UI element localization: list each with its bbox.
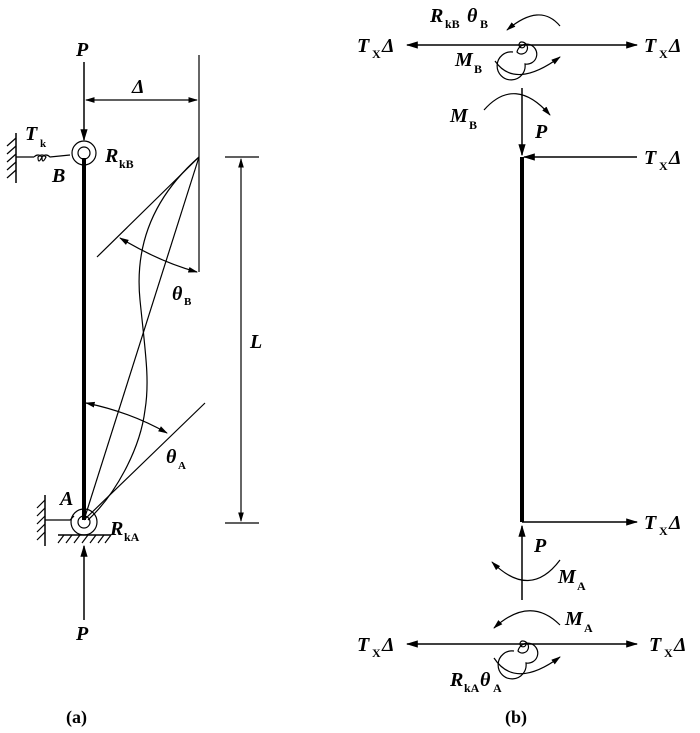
angle-b-sub: B	[184, 296, 192, 308]
force-label-bottom-left-sub: X	[372, 646, 381, 660]
spring-label-sub: k	[40, 138, 47, 150]
load-label-bottom: P	[75, 623, 89, 645]
force-label-top-left: T	[357, 35, 370, 57]
moment-arc-top-3	[483, 93, 551, 116]
moment-bottom-sub-1: A	[577, 579, 586, 593]
moment-top-label-2: M	[449, 105, 469, 127]
shear-label-top: T	[644, 147, 657, 169]
spring-label: T	[25, 123, 38, 145]
force-label-top-right-delta: Δ	[668, 35, 682, 57]
moment-top-sub-1: B	[474, 62, 482, 76]
angle-arc-b	[119, 237, 198, 273]
rotational-spring-top-icon	[496, 41, 538, 81]
spring-moment-top-theta-sub: B	[480, 17, 488, 31]
node-label-a: A	[58, 488, 73, 510]
panel-b: T X Δ T X Δ R kB θ B M B M B P T X Δ T X…	[357, 5, 687, 728]
angle-a-label: θ	[166, 446, 177, 468]
rotational-spring-a-inner	[77, 515, 91, 529]
rotational-spring-b-inner	[77, 146, 91, 160]
spring-moment-bottom-theta-sub: A	[493, 681, 502, 695]
moment-arc-top-2	[494, 56, 561, 76]
force-label-bottom-right: T	[649, 634, 662, 656]
rotational-spring-bottom-icon	[497, 640, 539, 680]
wall-top-hatch	[6, 137, 17, 179]
force-label-top-left-sub: X	[372, 47, 381, 61]
force-label-bottom-left-delta: Δ	[381, 634, 395, 656]
shear-label-top-delta: Δ	[668, 147, 682, 169]
moment-arc-bottom-3	[493, 656, 561, 675]
force-label-top-right: T	[644, 35, 657, 57]
moment-top-sub-2: B	[469, 118, 477, 132]
rot-spring-b-sub: kB	[119, 157, 134, 171]
node-label-b: B	[51, 165, 65, 187]
spring-moment-bottom-sub: kA	[464, 681, 480, 695]
moment-bottom-label-1: M	[557, 566, 577, 588]
moment-bottom-label-2: M	[564, 608, 584, 630]
caption-b: (b)	[505, 707, 527, 728]
rot-spring-b-label: R	[104, 145, 118, 167]
load-label-bottom-b: P	[533, 535, 547, 557]
wall-bottom-hatch	[36, 499, 46, 541]
moment-bottom-sub-2: A	[584, 621, 593, 635]
force-label-top-right-sub: X	[659, 47, 668, 61]
angle-b-label: θ	[172, 283, 183, 305]
shear-label-bottom-delta: Δ	[668, 512, 682, 534]
spring-moment-top-sub: kB	[445, 17, 460, 31]
force-label-bottom-right-sub: X	[664, 646, 673, 660]
moment-arc-bottom-2	[493, 610, 561, 629]
panel-a: P Δ T k B R kB θ B θ A	[6, 39, 262, 728]
ground-hatch	[57, 534, 112, 544]
caption-a: (a)	[66, 707, 87, 728]
spring-moment-top-theta: θ	[467, 5, 478, 27]
angle-arc-a	[85, 401, 168, 434]
shear-label-top-sub: X	[659, 159, 668, 173]
angle-a-sub: A	[178, 460, 186, 472]
force-label-bottom-right-delta: Δ	[673, 634, 687, 656]
translational-spring-icon	[16, 154, 71, 162]
buckled-shape	[87, 156, 200, 521]
spring-moment-top-label: R	[429, 5, 443, 27]
moment-arc-top-1	[506, 14, 561, 31]
load-label-top: P	[75, 39, 89, 61]
rot-spring-a-sub: kA	[124, 530, 140, 544]
rot-spring-a-label: R	[109, 518, 123, 540]
link-bottom	[45, 515, 75, 521]
length-label: L	[249, 331, 262, 353]
chord-line	[83, 156, 200, 521]
load-label-top-b: P	[534, 121, 548, 143]
spring-moment-bottom-label: R	[449, 669, 463, 691]
force-label-top-left-delta: Δ	[381, 35, 395, 57]
shear-label-bottom: T	[644, 512, 657, 534]
spring-moment-bottom-theta: θ	[480, 669, 491, 691]
deflection-label: Δ	[131, 76, 145, 98]
moment-top-label-1: M	[454, 49, 474, 71]
shear-label-bottom-sub: X	[659, 524, 668, 538]
moment-arc-bottom-1	[491, 559, 561, 582]
force-label-bottom-left: T	[357, 634, 370, 656]
tangent-line-a	[83, 402, 206, 521]
